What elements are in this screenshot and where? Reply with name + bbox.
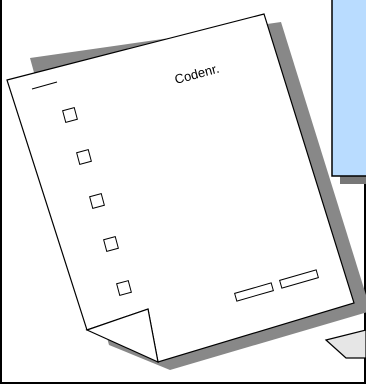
callout-panel (332, 0, 366, 176)
checkbox-2 (77, 150, 92, 165)
checkbox-5 (117, 281, 132, 296)
form-page: Codenr. (7, 14, 354, 362)
pointer-shape (326, 330, 366, 358)
callout-box (332, 0, 366, 184)
page-sheet (7, 14, 354, 362)
callout-pointer (326, 330, 366, 358)
checkbox-1 (63, 108, 78, 123)
checkbox-4 (104, 237, 119, 252)
checkbox-3 (90, 194, 105, 209)
